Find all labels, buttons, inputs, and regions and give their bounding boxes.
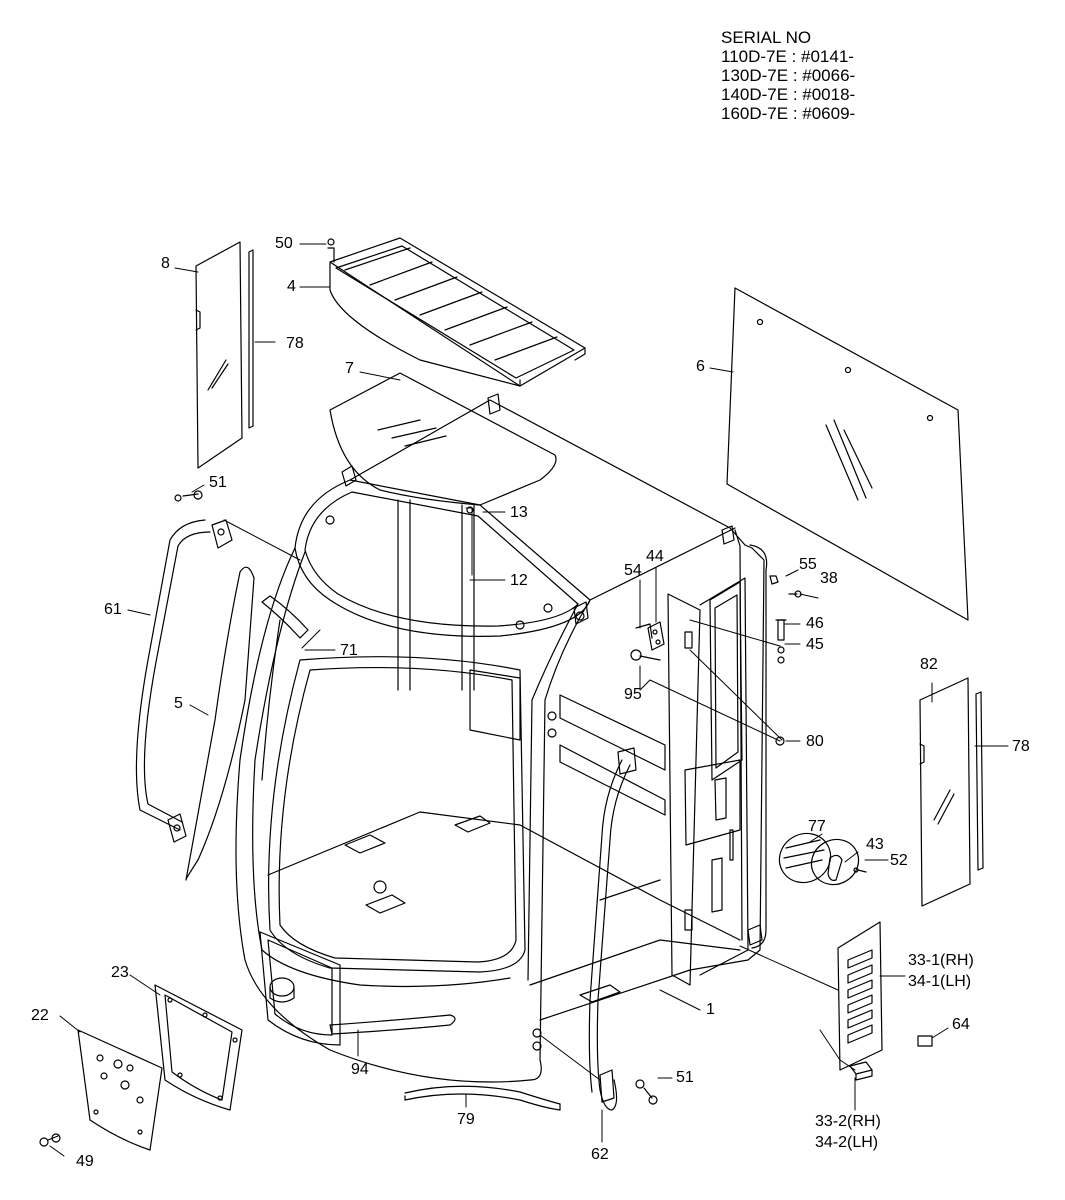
callout-50: 50 (275, 235, 293, 252)
cover-plate-22 (78, 1030, 162, 1150)
leader-lines (50, 244, 1008, 1156)
roof-panel (330, 373, 556, 505)
serial-line-160d: 160D-7E : #0609- (721, 104, 856, 123)
callout-71: 71 (340, 642, 358, 659)
callout-54: 54 (624, 562, 642, 579)
serial-number-block: SERIAL NO 110D-7E : #0141- 130D-7E : #00… (721, 28, 855, 123)
callout-51-top: 51 (209, 474, 227, 491)
callout-49: 49 (76, 1153, 94, 1170)
callout-95: 95 (624, 686, 642, 703)
callout-8: 8 (161, 255, 170, 272)
side-glass-right (920, 678, 983, 906)
callout-1: 1 (706, 1001, 715, 1018)
front-glass (186, 567, 254, 880)
callout-94: 94 (351, 1061, 369, 1078)
callout-13: 13 (510, 504, 528, 521)
callout-52: 52 (890, 852, 908, 869)
callout-4: 4 (287, 278, 296, 295)
handrail-left (136, 520, 232, 842)
callout-5: 5 (174, 695, 183, 712)
callout-45: 45 (806, 636, 824, 653)
callout-38: 38 (820, 570, 838, 587)
callout-62: 62 (591, 1146, 609, 1163)
rear-cover-77-43 (770, 824, 866, 893)
fasteners (40, 491, 932, 1146)
seal-strip-79 (405, 1086, 560, 1110)
callout-34-2-lh: 34-2(LH) (815, 1134, 879, 1151)
callout-78-left: 78 (286, 335, 304, 352)
callout-22: 22 (31, 1007, 49, 1024)
callout-43: 43 (866, 836, 884, 853)
vent-cover-33-1 (838, 922, 882, 1070)
callout-80: 80 (806, 733, 824, 750)
callout-51-bottom: 51 (676, 1069, 694, 1086)
callout-34-1-lh: 34-1(LH) (908, 973, 972, 990)
callout-64: 64 (952, 1016, 970, 1033)
callout-82: 82 (920, 656, 938, 673)
door-glass-left (196, 242, 253, 468)
callout-33-2-rh: 33-2(RH) (815, 1113, 881, 1130)
callout-6: 6 (696, 358, 705, 375)
callout-77: 77 (808, 818, 826, 835)
gasket-23 (155, 985, 242, 1110)
callout-46: 46 (806, 615, 824, 632)
roof-guard-grill (328, 238, 585, 386)
weather-strip-71 (262, 596, 308, 638)
callout-44: 44 (646, 548, 664, 565)
callout-79: 79 (457, 1111, 475, 1128)
rear-glass (727, 288, 968, 620)
serial-line-110d: 110D-7E : #0141- (721, 47, 854, 66)
serial-line-130d: 130D-7E : #0066- (721, 66, 856, 85)
handrail-right (589, 748, 636, 1110)
bracket-33-2 (850, 1062, 872, 1080)
serial-line-140d: 140D-7E : #0018- (721, 85, 856, 104)
serial-heading: SERIAL NO (721, 28, 812, 47)
callout-7: 7 (345, 360, 354, 377)
callout-78-right: 78 (1012, 738, 1030, 755)
callout-33-1-rh: 33-1(RH) (908, 952, 974, 969)
callout-61: 61 (104, 601, 122, 618)
cab-frame (236, 394, 767, 1082)
callout-23: 23 (111, 964, 129, 981)
callout-12: 12 (510, 572, 528, 589)
callout-55: 55 (799, 556, 817, 573)
